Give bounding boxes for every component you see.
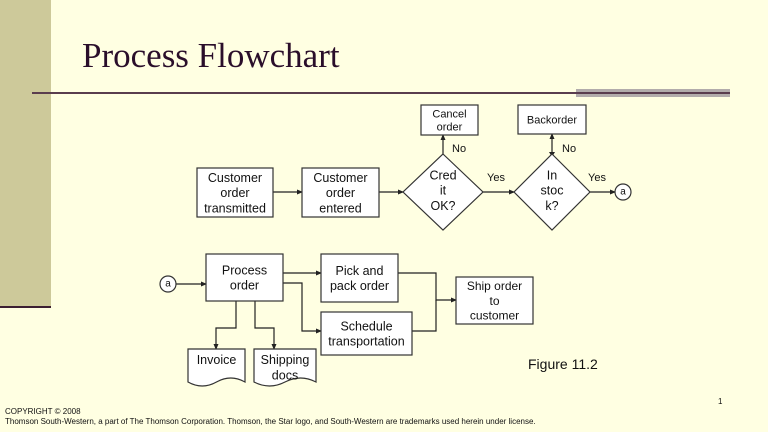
node-schedule-transportation: Schedule transportation [320,311,413,356]
node-customer-order-transmitted-box [196,167,274,218]
node-in-stock-diamond [513,153,591,231]
node-cancel-order-box [420,104,479,136]
node-pick-and-pack-text-line: Pick and [336,264,384,278]
node-cancel-order-text-line: Cancel [432,108,466,120]
slide-title: Process Flowchart [82,36,340,75]
node-credit-ok-text-line: it [440,184,447,198]
node-schedule-transportation-text-line: transportation [328,335,404,349]
node-in-stock-text-line: stoc [541,184,564,198]
edge-pick-and-pack-to-ship-order [398,272,457,303]
copyright-line-1: COPYRIGHT © 2008 [5,407,81,416]
node-pick-and-pack-text-line: pack order [330,279,389,293]
node-customer-order-entered-text-line: order [326,186,355,200]
node-schedule-transportation-text-line: Schedule [340,319,392,333]
node-invoice-document-shape [187,348,246,387]
node-ship-order-text-line: customer [470,308,519,322]
page-number: 1 [718,397,723,406]
node-process-order-text-line: order [230,279,259,293]
node-shipping-docs-text-line: Shipping [261,353,310,367]
node-in-stock-text-line: k? [545,199,558,213]
node-customer-order-transmitted-text-line: Customer [208,171,262,185]
edges-layer [176,133,616,350]
node-process-order-text-line: Process [222,263,267,277]
node-credit-ok-diamond [402,153,484,231]
node-connector-out-circle [614,183,632,201]
node-customer-order-entered-box [301,167,380,218]
node-cancel-order: Cancel order [420,104,479,136]
node-shipping-docs-text-line: docs [272,368,298,382]
node-ship-order-text-line: to [489,294,499,308]
node-shipping-docs-document-shape [253,348,317,387]
node-invoice-text-line: Invoice [197,353,237,367]
copyright-line-2: Thomson South-Western, a part of The Tho… [5,417,536,426]
sidebar-base-line [0,306,51,308]
node-process-order: Process order [205,253,284,302]
node-customer-order-transmitted-text-line: order [220,186,249,200]
edge-process-order-to-shipping-docs [254,301,277,350]
title-underline [32,92,577,94]
edge-label-no: No [452,143,466,155]
node-connector-in: a [159,275,177,293]
edge-label-no: No [562,143,576,155]
node-credit-ok-text-line: OK? [430,199,455,213]
node-customer-order-entered-text-line: entered [319,201,361,215]
node-customer-order-transmitted-text-line: transmitted [204,201,266,215]
node-in-stock-text-line: In [547,168,557,182]
edge-label-yes: Yes [588,172,606,184]
title-underline-accent-line [576,92,730,94]
figure-label: Figure 11.2 [528,356,598,372]
node-backorder-box [517,104,587,135]
node-connector-in-circle [159,275,177,293]
node-connector-out: a [614,183,632,201]
copyright-notice: COPYRIGHT © 2008 Thomson South-Western, … [5,407,536,427]
node-pick-and-pack-box [320,253,399,303]
edge-process-order-to-invoice [213,301,237,350]
edge-process-order-to-schedule-transportation [283,282,322,334]
node-backorder-text-line: Backorder [527,114,577,126]
node-ship-order-box [455,276,534,325]
node-backorder: Backorder [517,104,587,135]
node-ship-order-text-line: Ship order [467,279,522,293]
edge-label-yes: Yes [487,172,505,184]
node-process-order-box [205,253,284,302]
node-connector-in-text-line: a [165,279,171,290]
node-schedule-transportation-box [320,311,413,356]
nodes-layer: CustomerordertransmittedCustomerorderent… [159,104,632,387]
node-invoice: Invoice [187,348,246,387]
slide-sidebar-band [0,0,51,306]
node-cancel-order-text-line: order [437,122,463,134]
node-connector-out-text-line: a [620,187,626,198]
edge-schedule-transportation-to-ship-order [412,300,437,332]
node-customer-order-entered-text-line: Customer [313,171,367,185]
node-credit-ok-text-line: Cred [429,168,456,182]
